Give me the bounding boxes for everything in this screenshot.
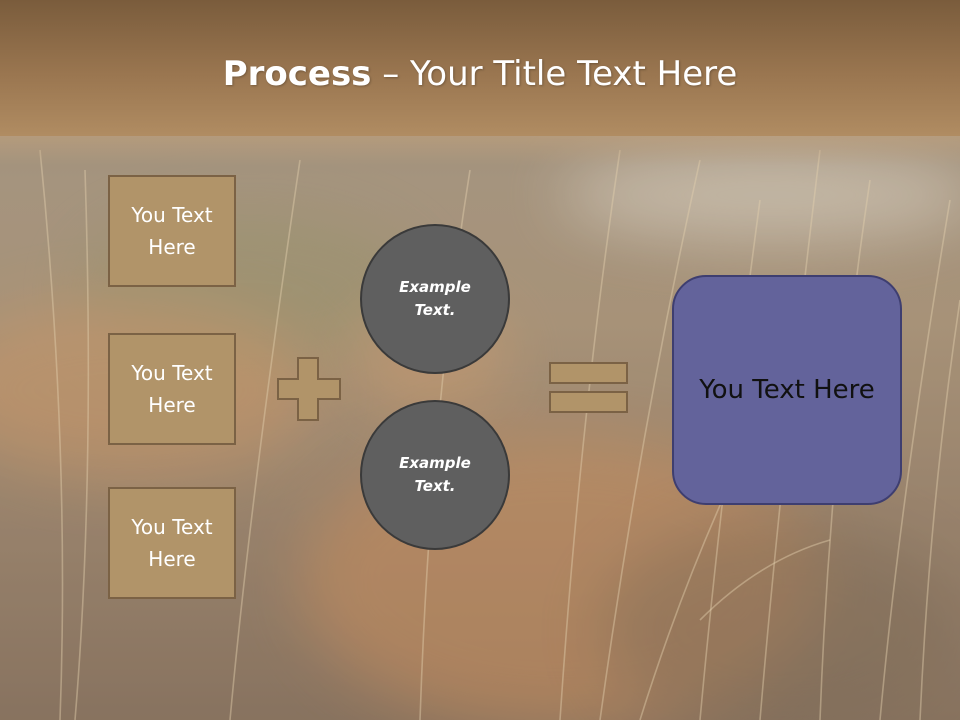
input-box-3-line1: You Text [131, 515, 213, 539]
input-box-1-line1: You Text [131, 203, 213, 227]
equals-icon [549, 362, 628, 413]
input-box-3-line2: Here [148, 547, 196, 571]
title-bar-fade [0, 136, 960, 166]
title-rest: – Your Title Text Here [371, 54, 738, 94]
input-box-2-line1: You Text [131, 361, 213, 385]
example-circle-2-line2: Text. [414, 477, 456, 495]
background-shadow-area [600, 520, 960, 720]
title-bar [0, 0, 960, 136]
input-box-1-line2: Here [148, 235, 196, 259]
input-box-2-line2: Here [148, 393, 196, 417]
plus-icon [277, 357, 341, 421]
example-circle-1-line2: Text. [414, 301, 456, 319]
slide-title[interactable]: Process – Your Title Text Here [0, 52, 960, 96]
title-bold: Process [222, 54, 372, 94]
result-box[interactable]: You Text Here [672, 275, 902, 505]
result-label: You Text Here [699, 375, 875, 405]
example-circle-2-line1: Example [399, 454, 471, 472]
example-circle-1-line1: Example [399, 278, 471, 296]
